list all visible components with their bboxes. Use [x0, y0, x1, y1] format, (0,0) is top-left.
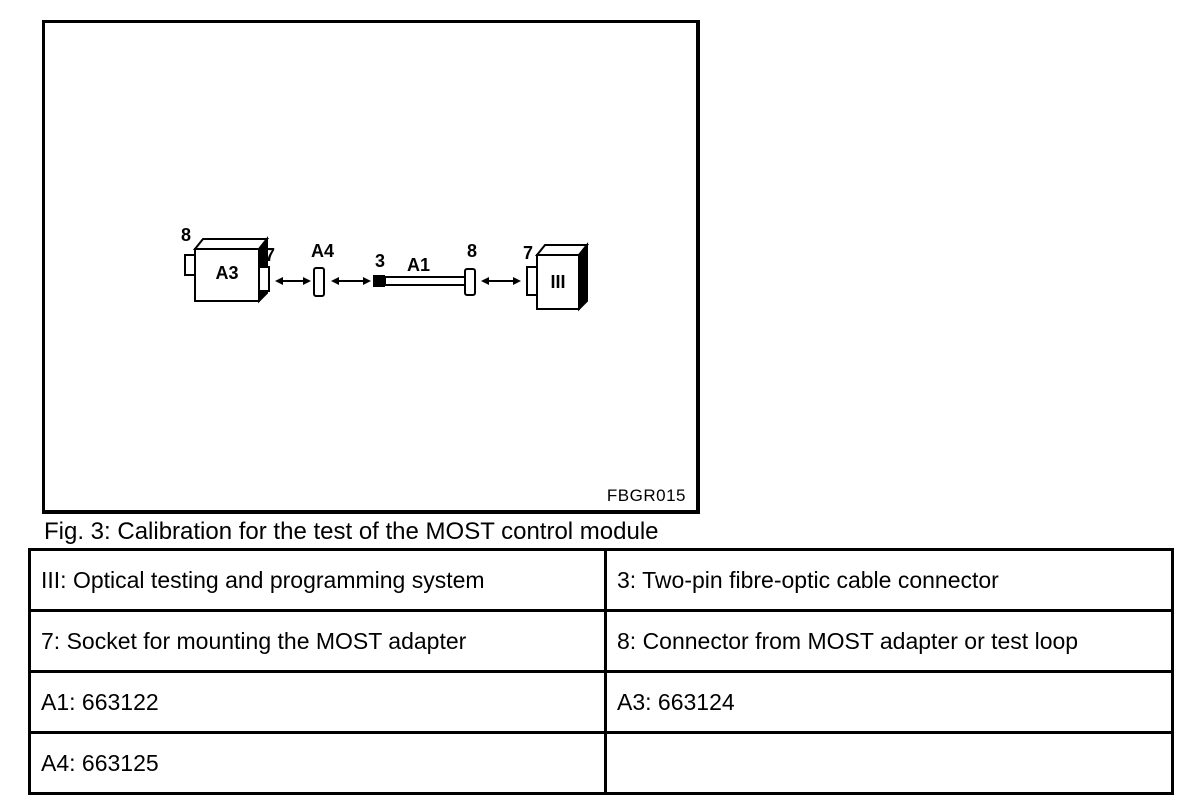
connector-8-left [184, 254, 196, 276]
cable-a1 [384, 276, 466, 286]
socket-7-right [526, 266, 538, 296]
legend-cell: A4: 663125 [28, 731, 607, 795]
label-iii: III [550, 272, 565, 292]
connector-3 [373, 275, 385, 287]
table-row: III: Optical testing and programming sys… [28, 548, 1174, 612]
table-row: A4: 663125 [28, 731, 1174, 795]
label-a3: A3 [215, 263, 238, 283]
label-3: 3 [375, 251, 385, 271]
legend-cell [604, 731, 1174, 795]
legend-cell: 7: Socket for mounting the MOST adapter [28, 609, 607, 673]
table-row: A1: 663122 A3: 663124 [28, 670, 1174, 734]
double-arrow-1 [275, 277, 311, 285]
legend-cell: A3: 663124 [604, 670, 1174, 734]
adapter-a4 [313, 267, 325, 297]
connector-8-right [464, 268, 476, 296]
figure-caption: Fig. 3: Calibration for the test of the … [44, 518, 659, 545]
label-7-left: 7 [265, 245, 275, 265]
label-a4: A4 [311, 241, 334, 261]
double-arrow-3 [481, 277, 521, 285]
system-iii [534, 242, 590, 312]
figure-code: FBGR015 [606, 486, 686, 505]
table-row: 7: Socket for mounting the MOST adapter … [28, 609, 1174, 673]
label-a1: A1 [407, 255, 430, 275]
legend-cell: III: Optical testing and programming sys… [28, 548, 607, 612]
legend-cell: 3: Two-pin fibre-optic cable connector [604, 548, 1174, 612]
label-7-right: 7 [523, 243, 533, 263]
double-arrow-2 [331, 277, 371, 285]
legend-cell: A1: 663122 [28, 670, 607, 734]
legend-cell: 8: Connector from MOST adapter or test l… [604, 609, 1174, 673]
label-8-left: 8 [181, 225, 191, 245]
label-8-right: 8 [467, 241, 477, 261]
calibration-diagram: A3 8 7 A4 3 A1 8 [181, 225, 590, 312]
socket-7-left [258, 266, 270, 292]
figure-frame: A3 8 7 A4 3 A1 8 [42, 20, 700, 514]
legend-table: III: Optical testing and programming sys… [28, 548, 1174, 795]
